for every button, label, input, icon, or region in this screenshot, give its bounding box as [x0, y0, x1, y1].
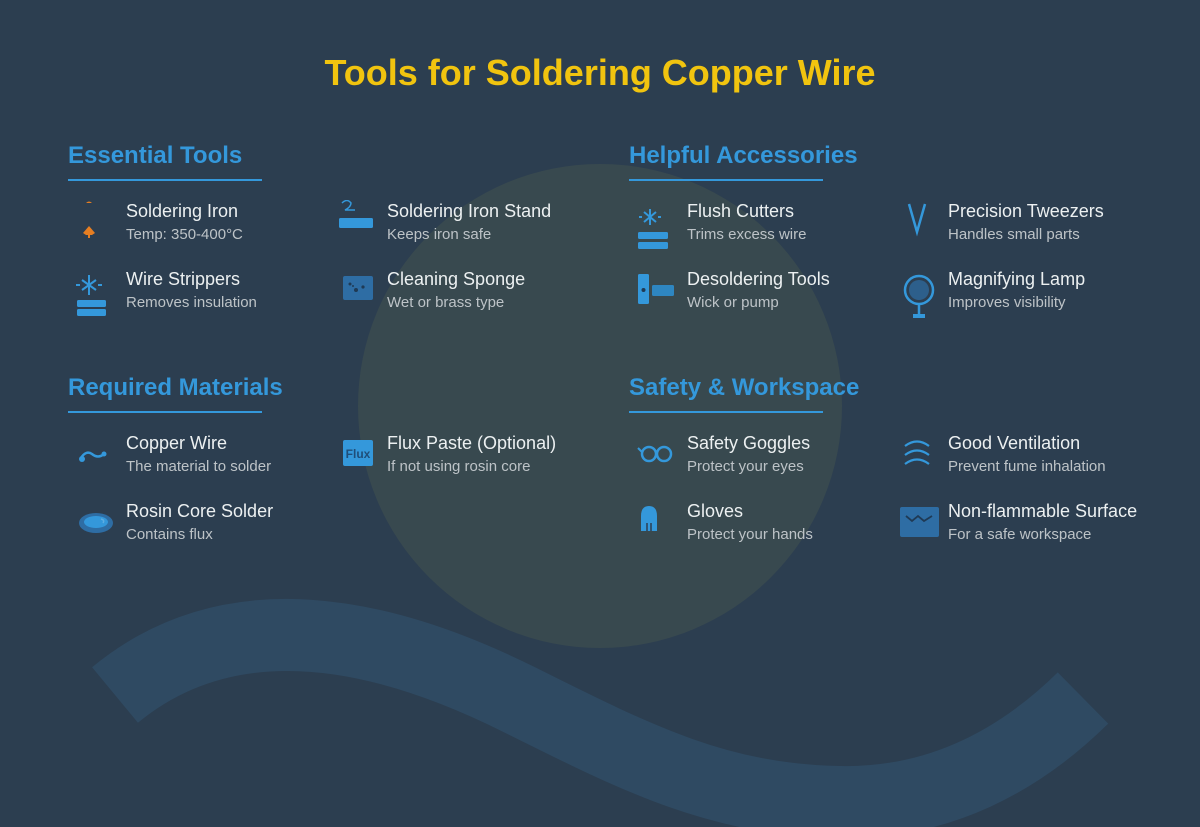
- section-heading: Required Materials: [68, 374, 283, 401]
- goggles-icon: [629, 432, 679, 482]
- desoldering-icon: [629, 268, 679, 318]
- item-name: Wire Strippers: [126, 269, 241, 289]
- wire-strippers-icon: [68, 268, 118, 318]
- item-desc: The material to solder: [126, 458, 272, 475]
- section-underline: [629, 411, 823, 413]
- item-name: Good Ventilation: [948, 433, 1081, 453]
- flush-cutters-icon: [629, 200, 679, 250]
- page-title: Tools for Soldering Copper Wire: [324, 52, 876, 93]
- item-flux-paste: Flux Flux Paste (Optional) If not using …: [329, 432, 589, 482]
- background-wave: [92, 598, 1109, 827]
- item-desc: Wick or pump: [687, 294, 779, 311]
- item-safety-goggles: Safety Goggles Protect your eyes: [629, 432, 889, 482]
- item-gloves: Gloves Protect your hands: [629, 500, 889, 550]
- section-safety-workspace: Safety & Workspace: [629, 374, 859, 413]
- item-desc: Improves visibility: [948, 294, 1066, 311]
- item-soldering-iron: Soldering Iron Temp: 350-400°C: [68, 200, 328, 250]
- item-desc: Prevent fume inhalation: [948, 458, 1106, 475]
- solder-spool-icon: [68, 500, 118, 550]
- flux-icon: Flux: [329, 432, 379, 482]
- ventilation-icon: [890, 432, 940, 482]
- item-name: Safety Goggles: [687, 433, 811, 453]
- item-good-ventilation: Good Ventilation Prevent fume inhalation: [890, 432, 1150, 482]
- magnifying-lamp-icon: [890, 268, 940, 318]
- item-non-flammable-surface: Non-flammable Surface For a safe workspa…: [890, 500, 1150, 550]
- iron-stand-icon: [329, 200, 379, 250]
- item-name: Desoldering Tools: [687, 269, 830, 289]
- item-flush-cutters: Flush Cutters Trims excess wire: [629, 200, 889, 250]
- item-soldering-iron-stand: Soldering Iron Stand Keeps iron safe: [329, 200, 589, 250]
- item-name: Soldering Iron Stand: [387, 201, 552, 221]
- section-heading: Helpful Accessories: [629, 142, 858, 169]
- item-cleaning-sponge: Cleaning Sponge Wet or brass type: [329, 268, 589, 318]
- background-circle: [358, 164, 842, 648]
- section-essential-tools: Essential Tools: [68, 142, 262, 181]
- item-precision-tweezers: Precision Tweezers Handles small parts: [890, 200, 1150, 250]
- item-desc: Protect your eyes: [687, 458, 804, 475]
- item-name: Flush Cutters: [687, 201, 795, 221]
- item-name: Flux Paste (Optional): [387, 433, 557, 453]
- item-desc: Trims excess wire: [687, 226, 807, 243]
- item-desc: Keeps iron safe: [387, 226, 492, 243]
- gloves-icon: [629, 500, 679, 550]
- item-magnifying-lamp: Magnifying Lamp Improves visibility: [890, 268, 1150, 318]
- copper-wire-icon: [68, 432, 118, 482]
- item-desc: Handles small parts: [948, 226, 1080, 243]
- sponge-icon: [329, 268, 379, 318]
- section-helpful-accessories: Helpful Accessories: [629, 142, 858, 181]
- item-desc: Protect your hands: [687, 526, 813, 543]
- item-desc: Contains flux: [126, 526, 213, 543]
- section-underline: [68, 179, 262, 181]
- item-name: Soldering Iron: [126, 201, 239, 221]
- section-required-materials: Required Materials: [68, 374, 283, 413]
- item-desc: Wet or brass type: [387, 294, 505, 311]
- section-underline: [629, 179, 823, 181]
- section-heading: Essential Tools: [68, 142, 243, 169]
- item-desc: For a safe workspace: [948, 526, 1092, 543]
- svg-text:Flux: Flux: [346, 447, 371, 461]
- item-name: Magnifying Lamp: [948, 269, 1086, 289]
- item-rosin-core-solder: Rosin Core Solder Contains flux: [68, 500, 328, 550]
- item-name: Non-flammable Surface: [948, 501, 1138, 521]
- surface-mat-icon: [890, 500, 940, 550]
- item-name: Rosin Core Solder: [126, 501, 274, 521]
- item-name: Cleaning Sponge: [387, 269, 526, 289]
- item-desoldering-tools: Desoldering Tools Wick or pump: [629, 268, 889, 318]
- item-name: Gloves: [687, 501, 744, 521]
- item-desc: Removes insulation: [126, 294, 257, 311]
- item-name: Precision Tweezers: [948, 201, 1104, 221]
- soldering-iron-icon: [68, 200, 118, 250]
- item-wire-strippers: Wire Strippers Removes insulation: [68, 268, 328, 318]
- section-underline: [68, 411, 262, 413]
- item-name: Copper Wire: [126, 433, 228, 453]
- item-desc: If not using rosin core: [387, 458, 531, 475]
- section-heading: Safety & Workspace: [629, 374, 860, 401]
- tweezers-icon: [890, 200, 940, 250]
- item-copper-wire: Copper Wire The material to solder: [68, 432, 328, 482]
- item-desc: Temp: 350-400°C: [126, 226, 243, 243]
